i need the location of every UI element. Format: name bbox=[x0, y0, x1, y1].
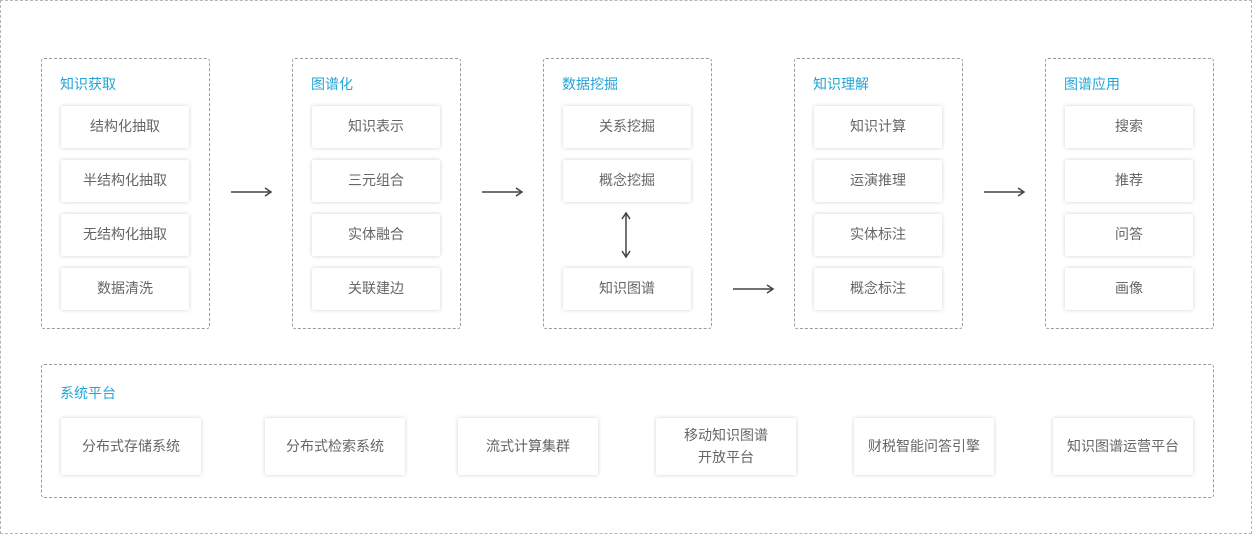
step-label: 实体标注 bbox=[850, 227, 906, 243]
platform-label: 财税智能问答引擎 bbox=[868, 438, 980, 455]
step-card: 知识计算 bbox=[814, 106, 942, 148]
step-card: 三元组合 bbox=[312, 160, 440, 202]
step-label: 关系挖掘 bbox=[599, 119, 655, 135]
step-label: 三元组合 bbox=[348, 173, 404, 189]
step-label: 数据清洗 bbox=[97, 281, 153, 297]
platform-label: 分布式检索系统 bbox=[286, 438, 384, 455]
group-graph-application: 图谱应用 bbox=[1045, 58, 1214, 329]
platform-label-line2: 开放平台 bbox=[698, 449, 754, 466]
step-card: 结构化抽取 bbox=[61, 106, 189, 148]
step-label: 知识计算 bbox=[850, 119, 906, 135]
group-knowledge-acquisition: 知识获取 bbox=[41, 58, 210, 329]
platform-card: 流式计算集群 bbox=[458, 418, 598, 475]
step-label: 概念挖掘 bbox=[599, 173, 655, 189]
step-label: 运演推理 bbox=[850, 173, 906, 189]
step-card: 数据清洗 bbox=[61, 268, 189, 310]
group-title: 知识获取 bbox=[60, 77, 116, 93]
step-label: 关联建边 bbox=[348, 281, 404, 297]
group-title: 图谱化 bbox=[311, 77, 353, 93]
step-label: 结构化抽取 bbox=[90, 119, 160, 135]
step-label: 问答 bbox=[1115, 227, 1143, 243]
platform-label: 分布式存储系统 bbox=[82, 438, 180, 455]
step-label: 实体融合 bbox=[348, 227, 404, 243]
group-graphing: 图谱化 bbox=[292, 58, 461, 329]
step-card: 推荐 bbox=[1065, 160, 1193, 202]
step-label: 知识图谱 bbox=[599, 281, 655, 297]
group-title: 图谱应用 bbox=[1064, 77, 1120, 93]
step-label: 推荐 bbox=[1115, 173, 1143, 189]
step-card: 概念挖掘 bbox=[563, 160, 691, 202]
right-arrow-icon bbox=[733, 284, 775, 294]
platform-card: 财税智能问答引擎 bbox=[854, 418, 994, 475]
step-card: 知识图谱 bbox=[563, 268, 691, 310]
step-card: 搜索 bbox=[1065, 106, 1193, 148]
step-card: 关系挖掘 bbox=[563, 106, 691, 148]
platform-card: 知识图谱运营平台 bbox=[1053, 418, 1193, 475]
platform-label: 知识图谱运营平台 bbox=[1067, 438, 1179, 455]
right-arrow-icon bbox=[482, 187, 524, 197]
step-card: 无结构化抽取 bbox=[61, 214, 189, 256]
group-title: 数据挖掘 bbox=[562, 77, 618, 93]
platform-label: 流式计算集群 bbox=[486, 438, 570, 455]
vertical-double-arrow-icon bbox=[621, 211, 631, 259]
group-title: 知识理解 bbox=[813, 77, 869, 93]
right-arrow-icon bbox=[231, 187, 273, 197]
platform-label: 移动知识图谱 bbox=[684, 427, 768, 444]
step-card: 关联建边 bbox=[312, 268, 440, 310]
step-card: 概念标注 bbox=[814, 268, 942, 310]
step-label: 知识表示 bbox=[348, 119, 404, 135]
step-label: 概念标注 bbox=[850, 281, 906, 297]
group-title: 系统平台 bbox=[60, 386, 116, 402]
step-label: 搜索 bbox=[1115, 119, 1143, 135]
step-card: 半结构化抽取 bbox=[61, 160, 189, 202]
right-arrow-icon bbox=[984, 187, 1026, 197]
step-card: 实体融合 bbox=[312, 214, 440, 256]
step-label: 无结构化抽取 bbox=[83, 227, 167, 243]
platform-card: 移动知识图谱 开放平台 bbox=[656, 418, 796, 475]
group-system-platform: 系统平台 bbox=[41, 364, 1214, 498]
group-data-mining: 数据挖掘 bbox=[543, 58, 712, 329]
step-label: 画像 bbox=[1115, 281, 1143, 297]
group-knowledge-understanding: 知识理解 bbox=[794, 58, 963, 329]
step-card: 运演推理 bbox=[814, 160, 942, 202]
platform-card: 分布式存储系统 bbox=[61, 418, 201, 475]
step-card: 画像 bbox=[1065, 268, 1193, 310]
step-card: 实体标注 bbox=[814, 214, 942, 256]
step-label: 半结构化抽取 bbox=[83, 173, 167, 189]
step-card: 知识表示 bbox=[312, 106, 440, 148]
step-card: 问答 bbox=[1065, 214, 1193, 256]
platform-card: 分布式检索系统 bbox=[265, 418, 405, 475]
